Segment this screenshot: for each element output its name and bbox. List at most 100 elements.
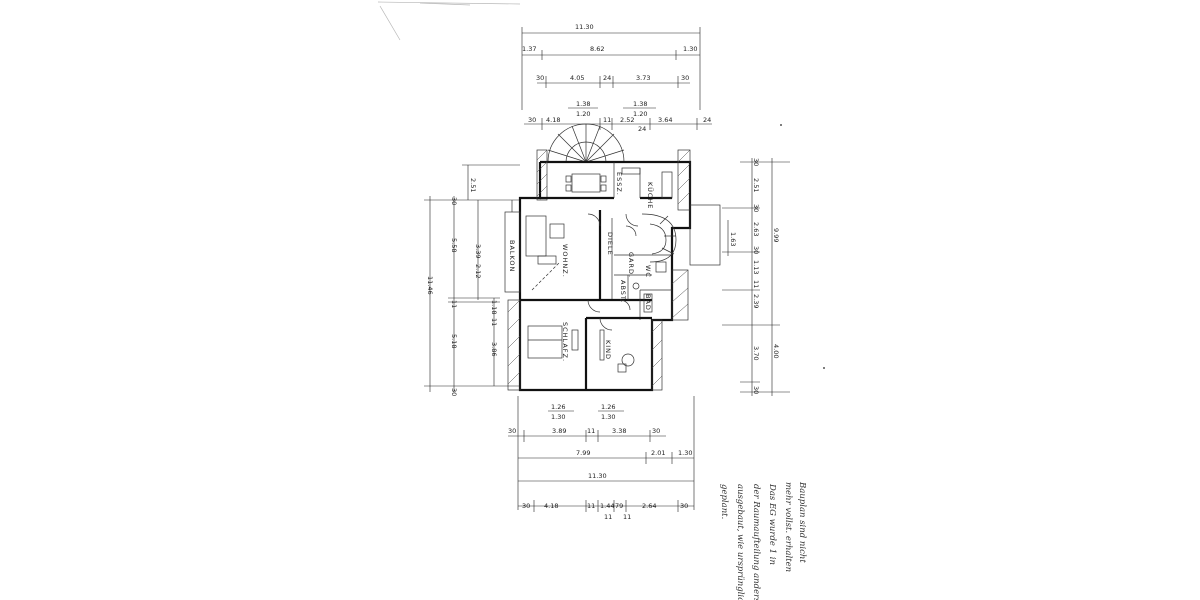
dim-right-a-7: 2.39 — [752, 294, 760, 308]
roof-right-lower — [651, 319, 663, 391]
bathtub — [643, 293, 653, 313]
dim-left-d-0: 1.18 — [490, 300, 498, 314]
entry-porch — [689, 204, 721, 266]
room-wc: WC — [644, 265, 652, 278]
sofa — [525, 215, 547, 257]
dim-top-r3-0: 30 — [536, 74, 544, 82]
note-line-1: mehr vollst. erhalten — [783, 482, 793, 572]
handwritten-note: Bauplan sind nicht mehr vollst. erhalten… — [719, 481, 807, 600]
top-dimensions: 11.30 1.37 8.62 1.30 30 4.05 24 3.73 30 … — [521, 23, 712, 133]
dim-right-a-3: 2.63 — [752, 222, 760, 236]
dim-bot-r1a-0: 1.26 — [551, 403, 565, 411]
dim-left-b-5: 30 — [450, 388, 458, 396]
dim-top-r2-2: 1.30 — [683, 45, 697, 53]
dim-right-a-0: 30 — [752, 158, 760, 166]
room-kind: KIND — [604, 340, 612, 360]
dim-bot-r5-6: 30 — [680, 502, 688, 510]
dim-top-r5-5: 24 — [703, 116, 711, 124]
dim-bot-r2-0: 30 — [508, 427, 516, 435]
dim-left-b-2: 11.46 — [426, 276, 434, 295]
dining-table — [571, 173, 601, 193]
dim-right-a-6: 11 — [752, 280, 760, 288]
room-labels: ESSZ. KÜCHE DIELE WOHNZ. BALKON GARD. WC… — [508, 172, 655, 362]
note-line-4: ausgebaut, wie ursprünglich — [735, 484, 745, 600]
dormer-right — [677, 149, 691, 211]
dim-left-b-0: 30 — [450, 197, 458, 205]
roof-right-mid — [671, 269, 689, 321]
dim-top-r4a-0: 1.38 — [576, 100, 590, 108]
dim-left-b-1: 5.58 — [450, 238, 458, 252]
kitchen-counter — [621, 167, 641, 175]
room-diele: DIELE — [606, 232, 614, 256]
wc-bowl — [632, 282, 640, 290]
dim-top-r2-0: 1.37 — [522, 45, 536, 53]
dim-left-c-0: 3.39 — [474, 244, 482, 258]
dim-top-r2-1: 8.62 — [590, 45, 604, 53]
dim-left-d-2: 3.86 — [490, 342, 498, 356]
dim-right-a-9: 30 — [752, 386, 760, 394]
room-essz: ESSZ. — [615, 172, 623, 196]
dim-bot-r1b-0: 1.30 — [551, 413, 565, 421]
room-wohnz: WOHNZ. — [561, 244, 569, 278]
dim-bot-r3-2: 1.30 — [678, 449, 692, 457]
left-dimensions: 2.51 30 5.58 11.46 11 5.18 30 3.39 2.12 … — [424, 164, 520, 396]
dim-top-r5-2: 11 — [603, 116, 611, 124]
dim-right-a-5: 1.13 — [752, 260, 760, 274]
dim-left-c-1: 2.12 — [474, 264, 482, 278]
stray-mark — [780, 124, 782, 126]
dim-top-r5-1: 4.18 — [546, 116, 560, 124]
bottom-dimensions: 1.26 1.26 1.30 1.30 30 3.89 11 3.38 30 7… — [508, 396, 695, 521]
dim-right-c-0: 1.63 — [729, 232, 737, 246]
dim-top-r5b-0: 24 — [638, 125, 646, 133]
note-line-5: geplant. — [719, 484, 729, 519]
dim-bot-r2-1: 3.89 — [552, 427, 566, 435]
dim-left-a-0: 2.51 — [469, 178, 477, 192]
room-schlafz: SCHLAFZ. — [561, 322, 569, 362]
dim-top-r3-1: 4.05 — [570, 74, 584, 82]
room-abst: ABST. — [619, 280, 627, 303]
room-balkon: BALKON — [508, 240, 516, 272]
dim-top-r5-0: 30 — [528, 116, 536, 124]
dim-left-b-3: 11 — [450, 300, 458, 308]
dormer-left — [536, 149, 548, 201]
outer-walls — [504, 149, 721, 392]
dim-top-r5-4: 3.64 — [658, 116, 672, 124]
dim-bot-r5-0: 30 — [522, 502, 530, 510]
dim-top-r3-3: 3.73 — [636, 74, 650, 82]
dim-bot-r5-1: 4.18 — [544, 502, 558, 510]
dim-bot-r5-4: 79 — [615, 502, 623, 510]
dim-right-a-8: 3.70 — [752, 346, 760, 360]
kind-table — [621, 353, 635, 367]
dim-bot-r5b-0: 11 — [604, 513, 612, 521]
dim-bot-r5-3: 1.44 — [600, 502, 614, 510]
note-line-2: Das EG wurde 1 in — [767, 483, 777, 565]
dim-bot-r5-5: 2.64 — [642, 502, 656, 510]
dim-bot-r2-4: 30 — [652, 427, 660, 435]
dim-bot-r2-3: 3.38 — [612, 427, 626, 435]
right-dimensions: 30 2.51 30 2.63 30 1.13 11 2.39 3.70 30 … — [722, 158, 790, 396]
room-bad: BAD — [644, 294, 652, 311]
dim-bot-r2-2: 11 — [587, 427, 595, 435]
room-gard: GARD. — [627, 252, 635, 278]
dim-right-a-4: 30 — [752, 246, 760, 254]
room-kueche: KÜCHE — [646, 182, 655, 209]
dim-top-r4b-1: 1.20 — [633, 110, 647, 118]
dim-top-r3-4: 30 — [681, 74, 689, 82]
dim-top-total: 11.30 — [575, 23, 594, 31]
dim-bot-total: 11.30 — [588, 472, 607, 480]
interior-staircase — [641, 213, 677, 263]
dim-right-b-0: 9.99 — [772, 228, 780, 242]
dim-top-r4b-0: 1.20 — [576, 110, 590, 118]
dim-bot-r3-0: 7.99 — [576, 449, 590, 457]
roof-left-lower — [507, 299, 521, 391]
scan-noise — [377, 1, 521, 41]
dim-bot-r1b-1: 1.30 — [601, 413, 615, 421]
dim-bot-r1a-1: 1.26 — [601, 403, 615, 411]
dim-bot-r5b-1: 11 — [623, 513, 631, 521]
dim-left-d-1: 11 — [490, 318, 498, 326]
dim-top-r5-3: 2.52 — [620, 116, 634, 124]
dim-left-b-4: 5.18 — [450, 334, 458, 348]
dim-right-a-2: 30 — [752, 204, 760, 212]
dim-bot-r3-1: 2.01 — [651, 449, 665, 457]
